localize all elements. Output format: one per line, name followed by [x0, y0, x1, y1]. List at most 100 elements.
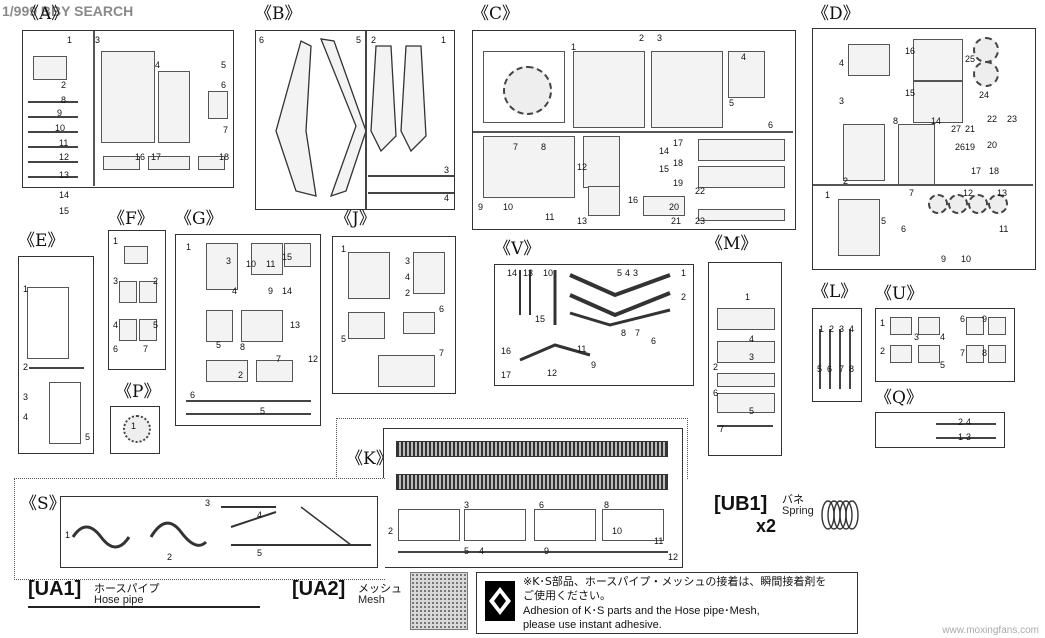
ua2-jp-label: メッシュ	[358, 582, 402, 595]
notice-line-2: ご使用ください。	[523, 589, 611, 602]
part-number: 18	[989, 166, 1000, 176]
part-number: 4	[625, 268, 631, 278]
part-number: 7	[635, 328, 641, 338]
part-number: 6	[259, 35, 265, 45]
part-number: 11	[545, 212, 555, 222]
part-number: 6	[221, 80, 227, 90]
part-number: 14	[659, 146, 670, 156]
part-number: 4	[23, 412, 29, 422]
part-number: 2	[639, 33, 645, 43]
part-number: 7	[223, 125, 229, 135]
part-number: 1	[113, 236, 119, 246]
part-number: 5	[617, 268, 623, 278]
part-number: 21	[965, 124, 976, 134]
part-number: 8	[893, 116, 899, 126]
part-number: 1	[131, 421, 137, 431]
part-number: 2	[843, 176, 849, 186]
part-number: 7	[909, 188, 915, 198]
part-number: 19	[965, 142, 976, 152]
part-number: 4	[257, 510, 263, 520]
part-number: 1	[745, 292, 751, 302]
part-number: 10	[612, 526, 623, 536]
sprue-l: 1 2 3 4 5 6 7 8	[812, 308, 862, 402]
ub1-jp-label: バネ	[782, 493, 804, 506]
sprue-m: 1 4 3 2 6 5 7	[708, 262, 782, 456]
part-number: 2	[958, 417, 964, 427]
part-number: 18	[219, 152, 230, 162]
part-number: 5	[216, 340, 222, 350]
sprue-label-g: 《G》	[175, 209, 223, 229]
sprue-d: 4 3 16 15 25 24 8 14 27 21 22 23 26 19 2…	[812, 28, 1036, 270]
part-number: 5	[729, 98, 735, 108]
sprue-label-c: 《C》	[472, 4, 520, 24]
part-number: 22	[987, 114, 998, 124]
adhesive-notice-box: ※K･S部品、ホースパイプ・メッシュの接着は、瞬間接着剤を ご使用ください。 A…	[476, 572, 858, 634]
part-number: 15	[59, 206, 70, 216]
sprue-j: 1 3 4 2 6 5 7	[332, 236, 456, 394]
part-number: 3	[23, 392, 29, 402]
part-number: 12	[963, 188, 974, 198]
part-number: 3	[226, 256, 232, 266]
part-number: 7	[839, 364, 845, 374]
part-number: 7	[143, 344, 149, 354]
spring-icon	[821, 500, 859, 530]
search-logo-watermark: 1/999 BBY SEARCH	[2, 3, 134, 19]
part-number: 3	[839, 96, 845, 106]
part-number: 3	[966, 432, 972, 442]
part-number: 9	[941, 254, 947, 264]
part-number: 1	[880, 318, 886, 328]
sprue-label-s: 《S》	[20, 494, 66, 514]
part-number: 8	[61, 95, 67, 105]
part-number: 6	[190, 390, 196, 400]
part-number: 2	[880, 346, 886, 356]
part-number: 1	[341, 244, 347, 254]
part-number: 3	[914, 332, 920, 342]
part-number: 1	[67, 35, 73, 45]
mesh-swatch	[410, 572, 468, 630]
part-number: 3	[95, 35, 101, 45]
part-number: 5	[749, 406, 755, 416]
sprue-v: 14 13 10 5 4 3 2 1 15 16 17 12 11 9 8 7 …	[494, 264, 694, 386]
part-number: 10	[543, 268, 554, 278]
sprue-label-j: 《J》	[335, 209, 376, 229]
part-number: 10	[961, 254, 972, 264]
part-number: 9	[982, 314, 988, 324]
notice-line-1: ※K･S部品、ホースパイプ・メッシュの接着は、瞬間接着剤を	[523, 575, 827, 588]
part-number: 2	[681, 292, 687, 302]
part-number: 3	[405, 256, 411, 266]
part-number: 9	[591, 360, 597, 370]
part-number: 4	[479, 546, 485, 556]
part-number: 17	[673, 138, 684, 148]
part-number: 15	[282, 252, 293, 262]
part-number: 9	[478, 202, 484, 212]
sprue-a: 1 2 3 4 5 6 7 8 9 10 11 12 13 14 15 16 1…	[22, 30, 234, 216]
ub1-en-label: Spring	[782, 505, 814, 517]
part-number: 4	[155, 60, 161, 70]
part-number: 12	[59, 152, 70, 162]
part-number: 6	[827, 364, 833, 374]
part-number: 11	[999, 224, 1009, 234]
part-number: 2	[238, 370, 244, 380]
part-number: 23	[1007, 114, 1018, 124]
hose-pipe-line	[28, 606, 260, 608]
sprue-p: 1	[110, 406, 160, 454]
part-number: 2	[153, 276, 159, 286]
notice-line-3: Adhesion of K･S parts and the Hose pipe･…	[523, 605, 760, 617]
part-number: 11	[654, 536, 664, 546]
part-number: 4	[940, 332, 946, 342]
ua2-code: [UA2]	[292, 578, 346, 600]
part-number: 12	[547, 368, 558, 378]
part-number: 4	[444, 193, 450, 203]
sprue-label-e: 《E》	[18, 231, 65, 251]
part-number: 4	[966, 417, 972, 427]
part-number: 6	[901, 224, 907, 234]
sprue-k: 2 3 5 4 6 8 9 10 11 12	[383, 428, 683, 568]
part-number: 21	[671, 216, 682, 226]
part-number: 5	[257, 548, 263, 558]
part-number: 2	[388, 526, 394, 536]
part-number: 7	[719, 424, 725, 434]
part-number: 17	[501, 370, 512, 380]
sprue-label-p: 《P》	[115, 382, 161, 402]
part-number: 14	[282, 286, 293, 296]
part-number: 6	[960, 314, 966, 324]
